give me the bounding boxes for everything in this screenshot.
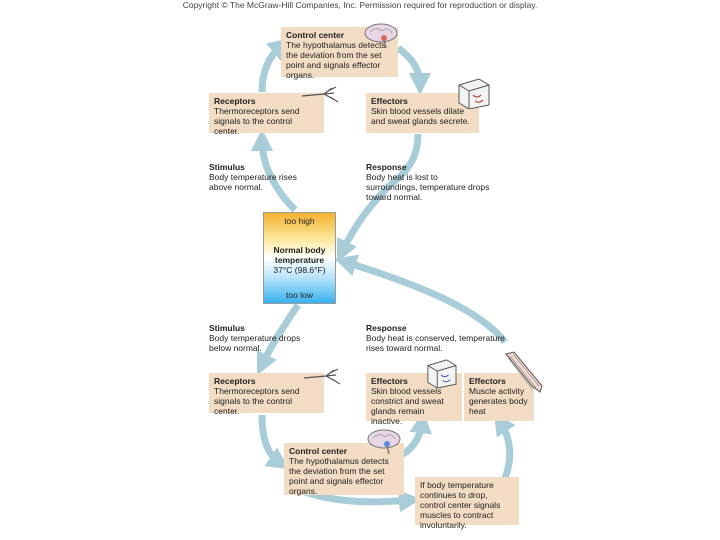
response-label-top: Response Body heat is lost to surroundin… <box>366 162 491 202</box>
arrow-normal-to-stimulus-bottom <box>256 303 301 376</box>
brain-icon <box>362 22 400 53</box>
copyright-notice: Copyright © The McGraw-Hill Companies, I… <box>182 0 538 10</box>
normal-temperature-value: 37°C (98.6°F) <box>273 265 326 275</box>
shivering-box-bottom: If body temperature continues to drop, c… <box>415 477 519 530</box>
box-text: If body temperature continues to drop, c… <box>420 480 501 530</box>
box-text: Skin blood vessels dilate and sweat glan… <box>371 106 470 126</box>
label-title: Response <box>366 323 407 333</box>
effectors-muscle-box-bottom: Effectors Muscle activity generates body… <box>464 373 534 421</box>
normal-temperature-label: Normal body temperature 37°C (98.6°F) <box>264 245 335 275</box>
arrow-shivering-to-muscle-bottom <box>493 412 516 480</box>
too-low-label: too low <box>286 290 313 300</box>
nerve-ending-icon <box>302 366 344 391</box>
box-title: Effectors <box>371 376 408 386</box>
body-temperature-scale: too high Normal body temperature 37°C (9… <box>263 212 336 304</box>
label-title: Stimulus <box>209 323 245 333</box>
box-text: The hypothalamus detects the deviation f… <box>286 40 386 80</box>
receptors-box-top: Receptors Thermoreceptors send signals t… <box>209 93 324 136</box>
label-text: Body heat is lost to surroundings, tempe… <box>366 172 490 202</box>
brain-icon <box>365 428 403 459</box>
box-text: Thermoreceptors send signals to the cont… <box>214 386 300 416</box>
box-text: The hypothalamus detects the deviation f… <box>289 456 389 496</box>
label-title: Stimulus <box>209 162 245 172</box>
box-text: Muscle activity generates body heat <box>469 386 528 416</box>
box-title: Control center <box>289 446 348 456</box>
arrow-receptors-to-control-bottom <box>258 414 290 470</box>
stimulus-label-top: Stimulus Body temperature rises above no… <box>209 162 309 192</box>
skin-block-icon <box>424 358 458 393</box>
label-title: Response <box>366 162 407 172</box>
label-text: Body heat is conserved, temperature rise… <box>366 333 505 353</box>
arrow-effectors-to-response-top <box>387 133 422 188</box>
stimulus-label-bottom: Stimulus Body temperature drops below no… <box>209 323 309 353</box>
arrow-receptors-to-control-top <box>258 37 291 93</box>
box-title: Control center <box>286 30 345 40</box>
box-text: Thermoreceptors send signals to the cont… <box>214 106 300 136</box>
box-title: Receptors <box>214 376 256 386</box>
receptors-box-bottom: Receptors Thermoreceptors send signals t… <box>209 373 324 416</box>
arrow-control-to-effectors-top <box>395 45 432 96</box>
box-text: Skin blood vessels constrict and sweat g… <box>371 386 444 426</box>
muscle-icon <box>502 350 544 401</box>
arrow-effectors-to-response-bottom <box>334 254 508 345</box>
label-text: Body temperature rises above normal. <box>209 172 297 192</box>
box-title: Effectors <box>371 96 408 106</box>
normal-temperature-title: Normal body temperature <box>273 245 326 265</box>
box-title: Receptors <box>214 96 256 106</box>
arrow-stimulus-to-receptors-top <box>250 128 298 213</box>
too-high-label: too high <box>284 216 315 226</box>
box-title: Effectors <box>469 376 506 386</box>
skin-block-icon <box>455 77 491 114</box>
response-label-bottom: Response Body heat is conserved, tempera… <box>366 323 521 353</box>
nerve-ending-icon <box>300 84 342 109</box>
control-center-box-bottom: Control center The hypothalamus detects … <box>284 443 404 496</box>
arrow-response-to-normal-top <box>336 182 393 263</box>
label-text: Body temperature drops below normal. <box>209 333 301 353</box>
